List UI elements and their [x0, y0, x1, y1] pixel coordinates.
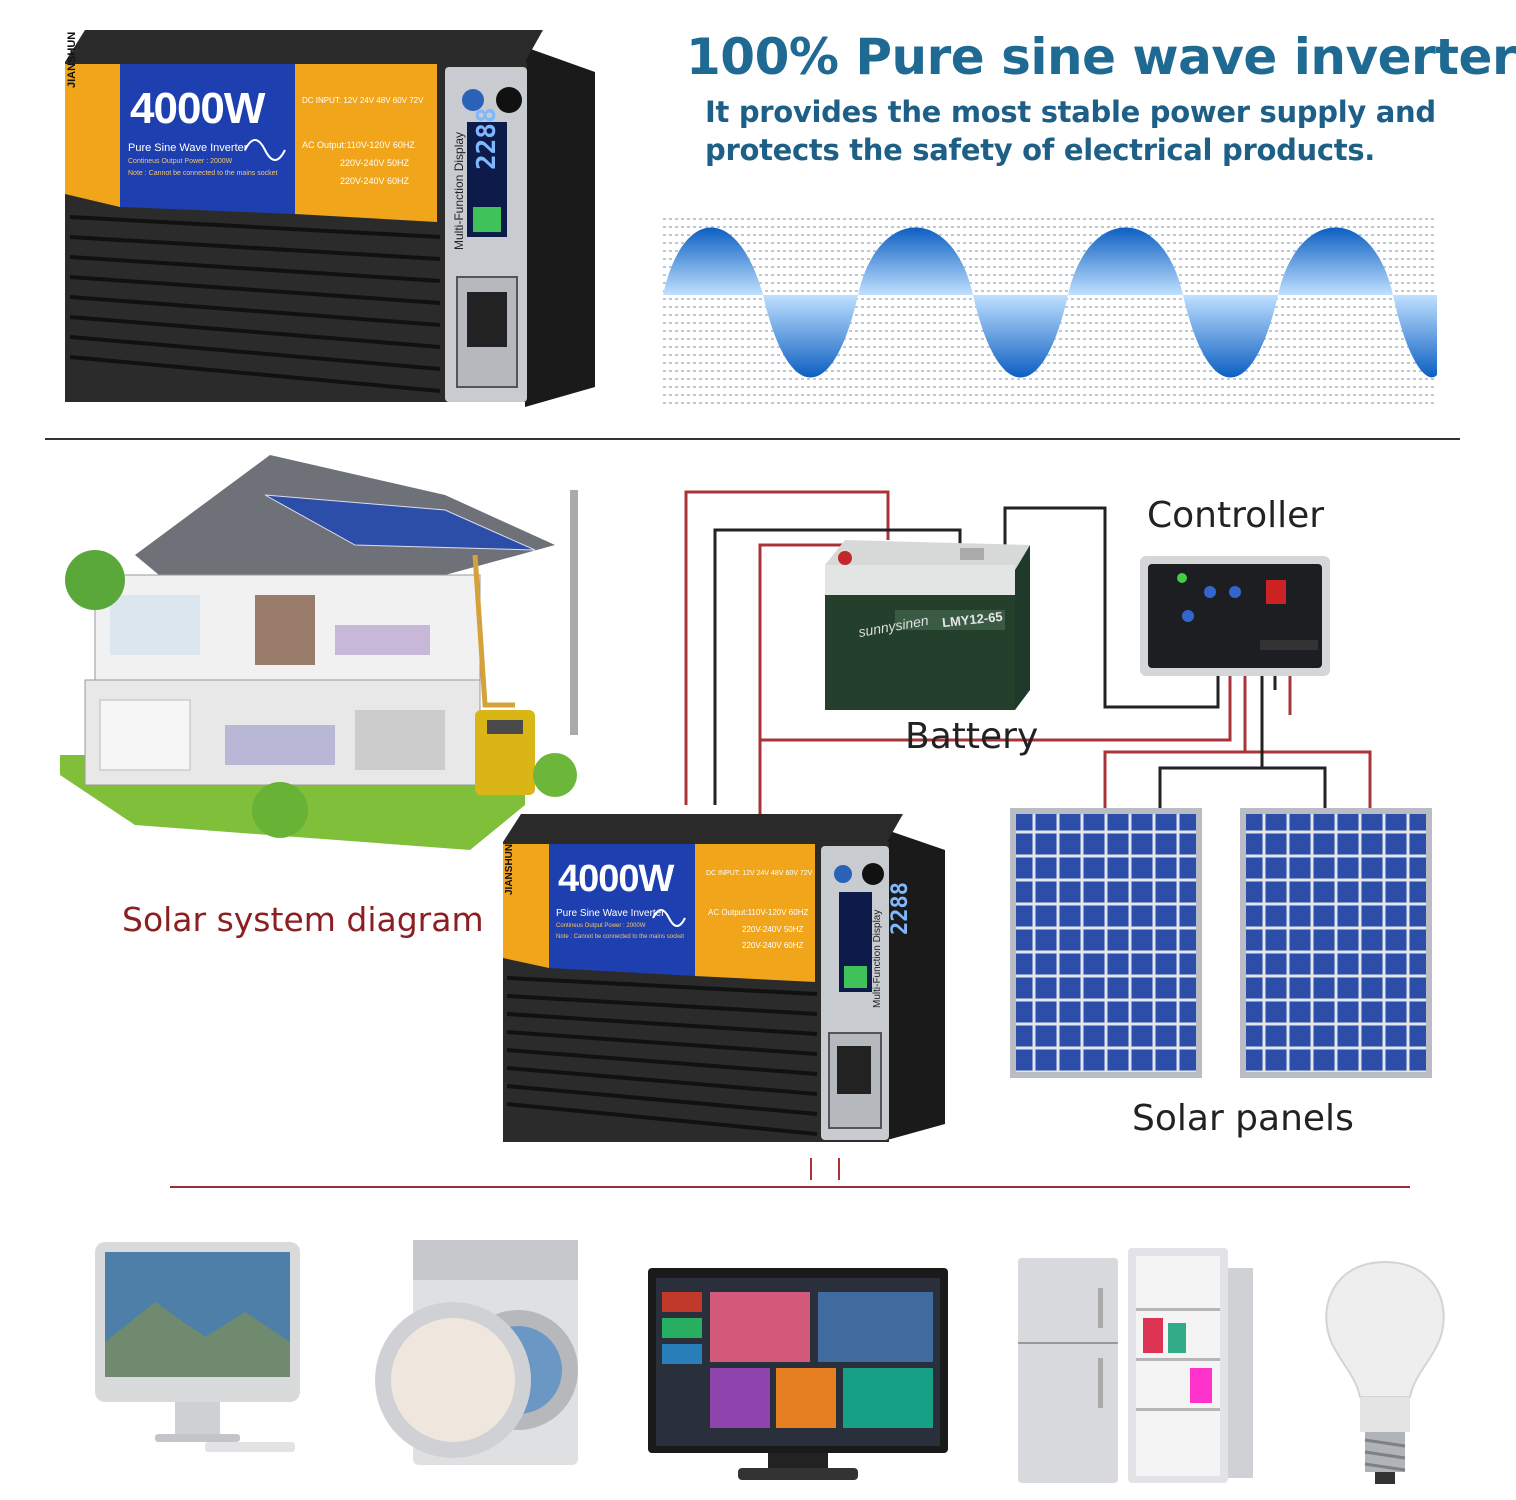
- controller-image: [1140, 556, 1330, 676]
- section-divider-top: [45, 438, 1460, 440]
- label-controller: Controller: [1147, 495, 1325, 536]
- inverter-ac-output-3-middle: 220V-240V 60HZ: [742, 941, 804, 950]
- inverter-ac-output-3: 220V-240V 60HZ: [340, 176, 410, 186]
- sine-wave-graphic: [663, 215, 1437, 410]
- monitor-icon: [95, 1242, 300, 1452]
- inverter-ac-output-1: AC Output:110V-120V 60HZ: [302, 140, 415, 150]
- inverter-image-middle: [503, 814, 945, 1142]
- light-bulb-icon: [1325, 1260, 1445, 1484]
- solar-panel-right: [1240, 808, 1432, 1078]
- inverter-brand-middle: JIANSHUN: [504, 843, 515, 895]
- output-wire-left: [810, 1158, 812, 1180]
- caption-solar-system: Solar system diagram: [122, 900, 484, 939]
- inverter-continuous: Contineus Output Power : 2000W: [128, 158, 233, 165]
- label-battery: Battery: [905, 716, 1039, 757]
- section-divider-bottom: [170, 1186, 1410, 1188]
- inverter-ac-output-2: 220V-240V 50HZ: [340, 158, 410, 168]
- subtitle-line-2: protects the safety of electrical produc…: [705, 133, 1376, 167]
- solar-panel-left: [1010, 808, 1202, 1078]
- inverter-continuous-middle: Contineus Output Power : 2000W: [556, 923, 646, 929]
- refrigerator-icon: [1018, 1248, 1253, 1483]
- inverter-ac-output-2-middle: 220V-240V 50HZ: [742, 925, 804, 934]
- washing-machine-icon: [375, 1240, 578, 1465]
- inverter-ac-output-1-middle: AC Output:110V-120V 60HZ: [708, 908, 809, 917]
- output-wire-right: [838, 1158, 840, 1180]
- inverter-display-label-middle: Multi-Function Display: [872, 909, 883, 1008]
- inverter-note: Note : Cannot be connected to the mains …: [128, 170, 278, 177]
- subtitle-line-1: It provides the most stable power supply…: [705, 95, 1436, 129]
- television-icon: [648, 1268, 948, 1480]
- inverter-lcd-middle: 2288: [888, 882, 913, 935]
- house-illustration: [60, 455, 578, 850]
- label-solar-panels: Solar panels: [1132, 1098, 1354, 1139]
- inverter-power: 4000W: [130, 84, 265, 133]
- inverter-power-middle: 4000W: [558, 858, 674, 900]
- inverter-note-middle: Note : Cannot be connected to the mains …: [556, 934, 685, 940]
- inverter-dc-input-middle: DC INPUT: 12V 24V 48V 60V 72V: [706, 870, 813, 877]
- wiring-lines: [684, 490, 1372, 815]
- inverter-dc-input: DC INPUT: 12V 24V 48V 60V 72V: [302, 96, 424, 105]
- inverter-product: Pure Sine Wave Inverter: [128, 142, 248, 154]
- inverter-image-top: [65, 30, 595, 407]
- inverter-product-middle: Pure Sine Wave Inverter: [556, 908, 665, 919]
- battery-image: [825, 540, 1030, 710]
- page-title: 100% Pure sine wave inverter: [686, 28, 1516, 86]
